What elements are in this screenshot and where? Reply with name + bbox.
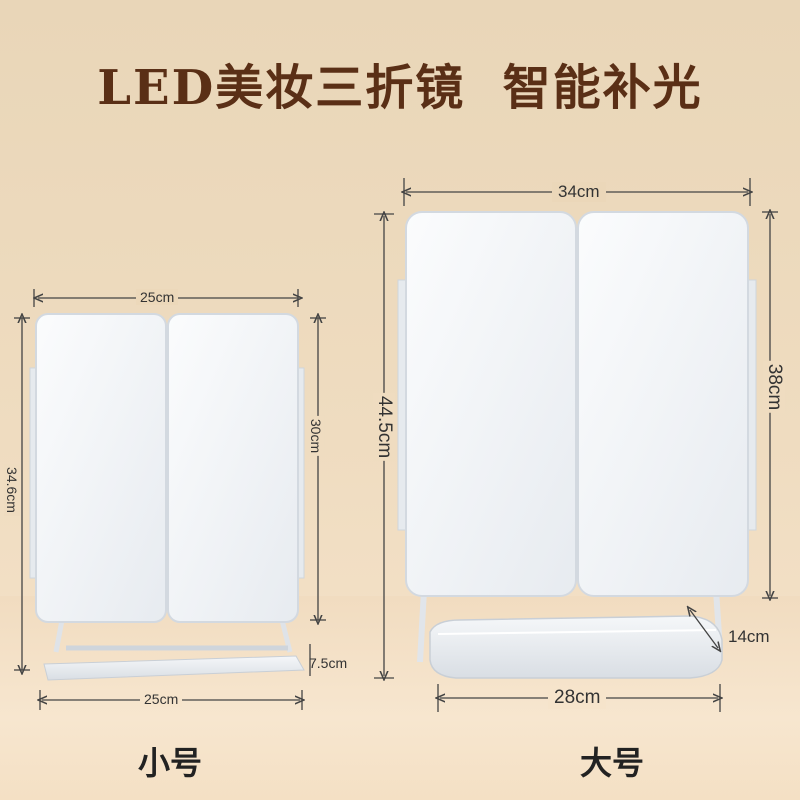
small-top-width-label: 25cm: [136, 289, 179, 305]
small-size-name: 小号: [138, 744, 203, 782]
small-mirror-height-label: 30cm: [308, 415, 325, 457]
small-total-height-label: 34.6cm: [3, 464, 20, 516]
small-base-depth-label: 7.5cm: [309, 655, 348, 671]
large-mirror-height-label: 38cm: [763, 360, 786, 414]
small-mirror: [29, 313, 305, 681]
large-base-width-label: 28cm: [548, 687, 607, 709]
large-mirror: [397, 211, 757, 679]
large-size-name: 大号: [580, 744, 645, 782]
large-total-height-label: 44.5cm: [373, 392, 396, 462]
small-base-width-label: 25cm: [140, 691, 183, 707]
large-top-width-label: 34cm: [552, 182, 606, 202]
large-base-depth-label: 14cm: [728, 627, 770, 646]
headline-title: LED美妆三折镜 智能补光: [97, 60, 703, 116]
